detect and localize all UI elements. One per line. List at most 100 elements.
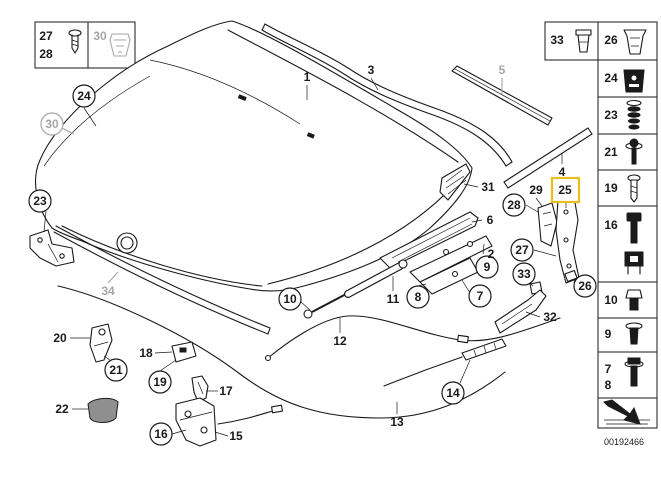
- expanding-rivet-icon: [575, 29, 592, 53]
- panel-label-26: 26: [604, 33, 618, 47]
- callout-26: 26: [578, 279, 592, 293]
- front-seal: [53, 225, 271, 335]
- callout-27: 27: [515, 243, 529, 257]
- inset-label-30: 30: [93, 29, 107, 43]
- callout-7: 7: [477, 289, 484, 303]
- panel-label-33: 33: [550, 33, 564, 47]
- screw-with-washer-icon: [625, 138, 643, 165]
- inset-box: 27 28 30: [34, 21, 136, 69]
- top-seal: [451, 65, 553, 126]
- callout-23: 23: [33, 194, 47, 208]
- callout-32: 32: [543, 310, 557, 324]
- callout-circle: [72, 84, 96, 108]
- highlight-box: [550, 176, 581, 204]
- pad-22: [87, 397, 119, 423]
- push-rivet-icon: [625, 322, 643, 345]
- panel-label-9: 9: [605, 327, 612, 341]
- hinge-bolt: [442, 248, 450, 256]
- callout-28: 28: [507, 198, 521, 212]
- hood-latch: [175, 397, 217, 447]
- callout-25: 25: [558, 183, 572, 197]
- callout-34: 34: [101, 284, 115, 298]
- clip-18: [171, 341, 197, 363]
- bracket-32: [494, 289, 547, 334]
- callout-20: 20: [53, 331, 67, 345]
- callout-circle: [441, 381, 465, 405]
- callout-4: 4: [559, 165, 566, 179]
- emblem: [116, 232, 138, 254]
- callout-circle: [148, 370, 172, 394]
- callout-circle: [278, 287, 302, 311]
- panel-label-16: 16: [604, 218, 618, 232]
- panel-label-23: 23: [604, 108, 618, 122]
- gas-strut: [303, 259, 408, 319]
- callout-circle: [510, 238, 534, 262]
- callout-circle: [40, 112, 64, 136]
- callout-circle: [512, 262, 536, 286]
- callout-1: 1: [304, 70, 311, 84]
- fastener-panel: 33 26 24 23 21: [544, 21, 658, 429]
- hood-marker: [237, 94, 247, 102]
- left-hinge: [29, 229, 75, 267]
- callout-30: 30: [45, 117, 59, 131]
- callout-19: 19: [153, 375, 167, 389]
- callout-circle: [406, 285, 430, 309]
- arrow-icon: [603, 399, 650, 425]
- hood: [35, 20, 473, 292]
- hood-rear-edge: [227, 29, 459, 163]
- hood-outline: [35, 20, 473, 292]
- bracket-29: [537, 202, 558, 247]
- hex-bolt-icon: [626, 212, 642, 244]
- panel-label-7: 7: [605, 362, 612, 376]
- callout-2: 2: [488, 247, 495, 261]
- panel-label-21: 21: [604, 145, 618, 159]
- bracket-20: [89, 323, 113, 363]
- callout-6: 6: [487, 213, 494, 227]
- hinge-arm: [379, 211, 479, 269]
- callout-18: 18: [139, 346, 153, 360]
- callout-circle: [475, 255, 499, 279]
- bracket-25: [555, 196, 580, 284]
- hood-crease-center: [149, 59, 301, 125]
- inset-label-27: 27: [39, 29, 53, 43]
- hinge-bolt: [451, 270, 459, 278]
- callout-33: 33: [517, 267, 531, 281]
- panel-label-10: 10: [604, 293, 618, 307]
- callout-11: 11: [387, 292, 400, 306]
- panel-label-19: 19: [604, 181, 618, 195]
- callout-circles: [28, 84, 597, 446]
- panel-label-24: 24: [604, 71, 618, 85]
- callout-circle: [502, 193, 526, 217]
- release-cable-lower: [57, 285, 506, 425]
- inset-frame: [34, 21, 136, 69]
- callout-21: 21: [109, 363, 123, 377]
- clip-nut-icon: [623, 69, 645, 93]
- hood-front-edge: [61, 225, 263, 287]
- callout-14: 14: [446, 386, 460, 400]
- hood-marker: [306, 132, 315, 139]
- callout-circle: [573, 274, 597, 298]
- callout-31: 31: [481, 180, 495, 194]
- callout-circle: [28, 189, 52, 213]
- clip-icon: [109, 33, 131, 57]
- release-handle: [461, 338, 507, 361]
- hinge-assembly: [379, 211, 493, 295]
- bolt-icon: [627, 174, 641, 203]
- rear-seal: [261, 23, 513, 167]
- callout-22: 22: [55, 402, 69, 416]
- inset-label-28: 28: [39, 47, 53, 61]
- hood-inner-strip: [439, 163, 471, 201]
- screw-icon: [68, 29, 82, 54]
- release-cable-upper: [264, 315, 561, 362]
- callout-8: 8: [415, 290, 422, 304]
- callout-12: 12: [333, 334, 347, 348]
- panel-cell: [597, 397, 658, 429]
- bolt-with-washer-icon: [624, 357, 644, 387]
- callout-15: 15: [229, 429, 243, 443]
- square-clip-icon: [624, 251, 644, 275]
- callout-3: 3: [368, 63, 375, 77]
- callout-10: 10: [283, 292, 297, 306]
- callout-circle: [468, 284, 492, 308]
- callout-17: 17: [219, 384, 233, 398]
